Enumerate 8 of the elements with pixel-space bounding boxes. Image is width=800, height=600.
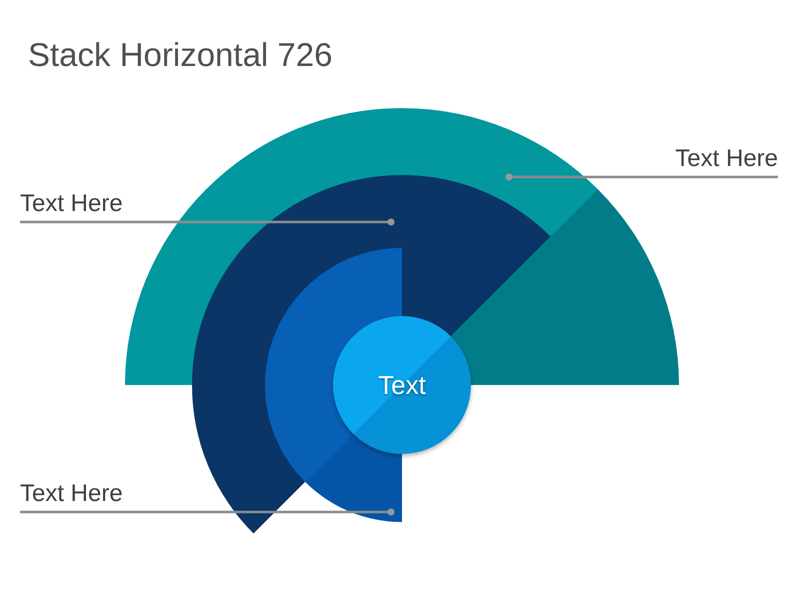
leader-line <box>20 218 394 226</box>
callout-text: Text Here <box>20 480 131 512</box>
leader-line <box>20 508 394 516</box>
leader-line <box>506 174 778 180</box>
title: Stack Horizontal 726 <box>28 36 332 74</box>
circle-label: Text <box>378 370 426 400</box>
callout-text: Text Here <box>20 190 131 222</box>
callout-text: Text Here <box>667 145 778 177</box>
